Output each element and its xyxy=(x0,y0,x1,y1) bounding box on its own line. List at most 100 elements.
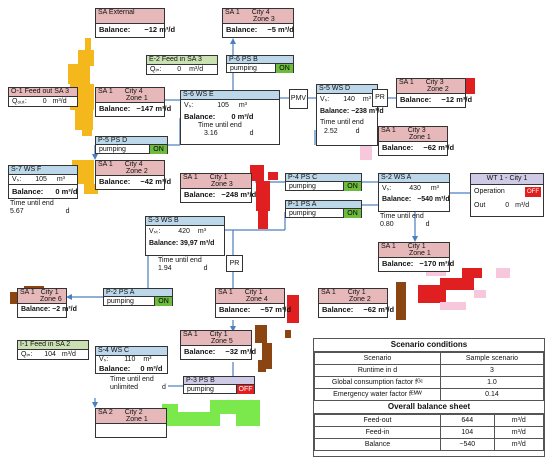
balance-value: −540 xyxy=(417,196,433,203)
balance-label: Balance: xyxy=(382,196,412,203)
pump-p2[interactable]: P-2 PS A pumping ON xyxy=(103,288,173,306)
pump-p1[interactable]: P-1 PS A pumping ON xyxy=(285,200,362,218)
node-city: City 1 xyxy=(347,289,366,296)
feed-e2[interactable]: E-2 Feed in SA 3 Qᵢₙ: 0 m³/d xyxy=(146,55,218,75)
valve-pr-top[interactable]: PR xyxy=(372,89,388,107)
node-sa1-city1-zone3[interactable]: SA 1 City 1 Zone 3 Balance: −248 m³/d xyxy=(180,173,256,203)
wt-operation-label: Operation xyxy=(474,188,505,195)
node-city: City 4 xyxy=(124,161,143,168)
storage-s2[interactable]: S-2 WS A Vₛ: 430 m³ Balance: −540 m³/d xyxy=(378,173,450,212)
volume-value: 110 xyxy=(124,356,136,363)
node-sa1-city3-zone1[interactable]: SA 1 City 3 Zone 1 Balance: −62 m³/d xyxy=(378,126,454,156)
balance-value: −32 xyxy=(225,347,239,356)
time-value: 2.52 xyxy=(324,128,338,135)
pump-label: pumping xyxy=(99,146,126,153)
node-city: City 1 xyxy=(407,243,426,250)
pump-state[interactable]: ON xyxy=(154,297,172,306)
storage-s4[interactable]: S-4 WS C Vₛ: 110 m³ Balance: 0 m³/d xyxy=(95,346,168,374)
balance-unit: m³/d xyxy=(237,112,254,121)
balance-row-unit: m³/d xyxy=(493,438,545,451)
node-sa1-city1-zone4[interactable]: SA 1 City 1 Zone 4 Balance: −57 m³/d xyxy=(215,288,291,318)
node-sa1-city4-zone3[interactable]: SA 1 City 4 Zone 3 Balance: −5 m³/d xyxy=(222,8,294,38)
pump-label: pumping xyxy=(289,183,316,190)
volume-unit: m³ xyxy=(197,228,207,235)
pump-state[interactable]: OFF xyxy=(236,385,254,394)
time-value: 5.67 xyxy=(10,208,24,215)
node-sa1-city1-zone2[interactable]: SA 1 City 1 Zone 2 Balance: −62 m³/d xyxy=(318,288,394,318)
scenario-col2: Sample scenario xyxy=(439,352,545,365)
wt-operation-state[interactable]: OFF xyxy=(525,187,541,197)
pump-state[interactable]: ON xyxy=(343,209,361,218)
balance-unit: m³/d xyxy=(434,196,450,203)
balance-row-value: −540 xyxy=(439,438,495,451)
storage-s7[interactable]: S-7 WS F Vₛ: 105 m³ xyxy=(8,165,78,185)
pump-title: P-2 PS A xyxy=(104,289,172,297)
balance-unit: m³/d xyxy=(378,305,395,314)
balance-value: −57 xyxy=(260,305,274,314)
time-unit: d xyxy=(249,130,254,137)
balance-unit: m³/d xyxy=(438,259,455,268)
node-sa1-city1-zone6[interactable]: SA 1 City 1 Zone 6 Balance: −2 m³/d xyxy=(17,288,77,318)
pump-p3[interactable]: P-3 PS B pumping OFF xyxy=(183,376,255,394)
balance-label: Balance: xyxy=(382,143,414,152)
valve-pr-mid[interactable]: PR xyxy=(226,255,243,272)
feed-title: O-1 Feed out SA 3 xyxy=(9,88,77,97)
balance-unit: m³/d xyxy=(62,306,77,313)
node-sa2-city2-zone1[interactable]: SA 2 City 2 Zone 1 xyxy=(95,408,167,438)
node-sa1-city1-zone1[interactable]: SA 1 City 1 Zone 1 Balance: −170 m³/d xyxy=(378,242,454,272)
balance-label: Balance: xyxy=(226,25,258,34)
balance-value: −62 xyxy=(423,143,437,152)
balance-value: 0 xyxy=(140,364,145,373)
node-area: SA 1 xyxy=(218,289,233,296)
time-value: 3.16 xyxy=(204,130,218,137)
wt-out-unit: m³/d xyxy=(515,202,530,209)
storage-s6[interactable]: S-6 WS E Vₛ: 105 m³ Balance: 0 m³/d Time… xyxy=(180,90,280,145)
node-zone: Zone 6 xyxy=(40,296,62,303)
pump-p6[interactable]: P-6 PS B pumping ON xyxy=(226,55,294,73)
pump-state[interactable]: ON xyxy=(343,182,361,191)
feed-q-value: 104 xyxy=(44,351,56,358)
node-zone: Zone 2 xyxy=(349,296,371,303)
storage-s5[interactable]: S-5 WS D Vₛ: 140 m³ Balance: −238 m³/d T… xyxy=(316,84,384,146)
feed-i1[interactable]: I-1 Feed in SA 2 Qᵢₙ: 104 m³/d xyxy=(17,340,89,360)
pump-p4[interactable]: P-4 PS C pumping ON xyxy=(285,173,362,191)
balance-value: −42 xyxy=(140,177,154,186)
node-sa-external[interactable]: SA External Balance: −12 m³/d xyxy=(95,8,175,38)
node-area: SA 1 xyxy=(381,127,396,134)
pump-p5[interactable]: P-5 PS D pumping ON xyxy=(95,136,168,154)
node-sa1-city3-zone2[interactable]: SA 1 City 3 Zone 2 Balance: −12 m³/d xyxy=(396,78,472,108)
time-unit: d xyxy=(161,384,166,391)
balance-row-value: 644 xyxy=(439,414,495,427)
valve-pmv[interactable]: PMV xyxy=(289,89,308,109)
node-area: SA 1 xyxy=(321,289,336,296)
node-area: SA 1 xyxy=(381,243,396,250)
node-city: City 2 xyxy=(124,409,143,416)
balance-value: −238 xyxy=(351,108,367,115)
node-city: City 3 xyxy=(407,127,426,134)
volume-label: Vₛ: xyxy=(12,176,22,183)
node-sa1-city1-zone5[interactable]: SA 1 City 1 Zone 5 Balance: −32 m³/d xyxy=(180,330,256,360)
balance-label: Balance: xyxy=(320,108,350,115)
feed-o1[interactable]: O-1 Feed out SA 3 Qₒᵤₜ: 0 m³/d xyxy=(8,87,78,107)
pump-state[interactable]: ON xyxy=(275,64,293,73)
treatment-wt1[interactable]: WT 1 - City 1 Operation OFF Out 0 m³/d xyxy=(470,173,544,217)
zone-blob-city1-red xyxy=(250,78,482,323)
node-area: SA 1 xyxy=(183,174,198,181)
time-value: 0.80 xyxy=(380,221,394,228)
pump-state[interactable]: ON xyxy=(149,145,167,154)
balance-label: Balance: xyxy=(184,347,216,356)
volume-unit: m³ xyxy=(238,102,247,109)
balance-value: −5 xyxy=(267,25,276,34)
node-sa1-city4-zone2[interactable]: SA 1 City 4 Zone 2 Balance: −42 m³/d xyxy=(95,160,171,190)
storage-s3[interactable]: S-3 WS B Vₛₜ: 420 m³ Balance: 39,97 m³/d xyxy=(145,216,225,256)
balance-value: 0 xyxy=(231,112,236,121)
balance-label: Balance: xyxy=(400,95,432,104)
node-sa1-city4-zone1[interactable]: SA 1 City 4 Zone 1 Balance: −147 m³/d xyxy=(95,87,171,117)
pump-label: pumping xyxy=(289,210,316,217)
balance-unit: m³/d xyxy=(159,25,176,34)
pump-title: P-4 PS C xyxy=(286,174,361,182)
volume-value: 105 xyxy=(35,176,47,183)
time-label: Time until end xyxy=(198,122,242,129)
volume-value: 105 xyxy=(217,102,229,109)
balance-unit: m³/d xyxy=(438,143,455,152)
